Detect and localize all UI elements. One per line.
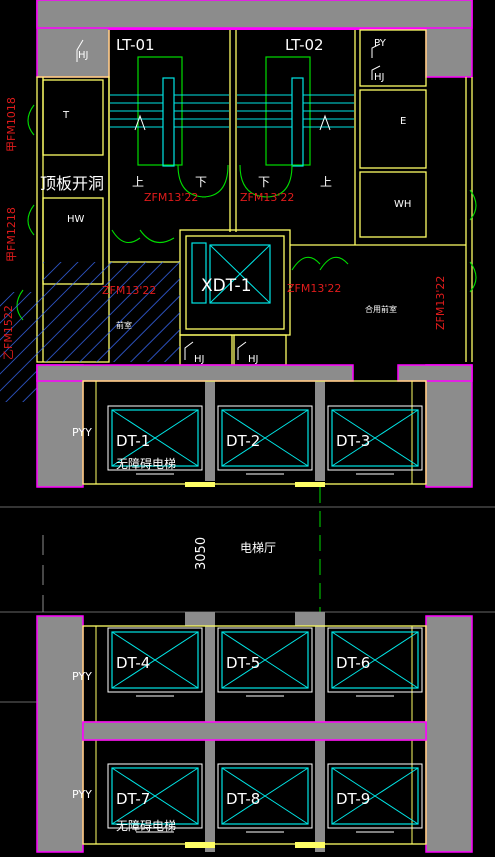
room-t: T	[62, 110, 70, 121]
elevator-car-dt-8	[217, 763, 313, 833]
elevator-car-label-dt-3: DT-3	[336, 432, 370, 450]
top-core-outlines	[36, 29, 473, 366]
elevator-hall-label: 电梯厅	[240, 541, 276, 555]
stair-lt-02	[237, 56, 354, 167]
elevator-car-label-dt-9: DT-9	[336, 790, 370, 808]
stair-down-right: 下	[258, 175, 270, 189]
elevator-bank-1-walls	[36, 364, 473, 488]
elevator-car-label-dt-2: DT-2	[226, 432, 260, 450]
zfm-label-2: ZFM13'22	[240, 191, 294, 204]
slab-opening-label: 顶板开洞	[40, 174, 104, 193]
elevator-car-labels: DT-1 DT-2 DT-3DT-4 DT-5 DT-6DT-7 DT-8 DT-9	[116, 432, 370, 808]
fm-label-left-3: 乙FM1522	[2, 305, 15, 360]
fire-elevator-xdt-1	[191, 242, 271, 304]
room-hj-right: HJ	[374, 72, 384, 83]
zfm-label-3: ZFM13'22	[102, 284, 156, 297]
room-hj-top: HJ	[78, 50, 88, 61]
elevator-car-label-dt-8: DT-8	[226, 790, 260, 808]
fm-label-left-2: 甲FM1218	[5, 207, 18, 262]
stair-label-lt-01: LT-01	[116, 36, 155, 54]
zfm-label-5: ZFM13'22	[434, 276, 447, 330]
bank-1-note: 无障碍电梯	[116, 456, 176, 471]
room-front: 前室	[116, 320, 132, 330]
zfm-label-4: ZFM13'22	[287, 282, 341, 295]
elevator-car-label-dt-4: DT-4	[116, 654, 150, 672]
elevator-car-dt-2	[217, 405, 313, 475]
room-py: PY	[374, 38, 387, 49]
bank-2-pyy: PYY	[72, 670, 92, 683]
room-shared-front: 合用前室	[365, 304, 397, 314]
fm-label-left-1: 甲FM1018	[5, 97, 18, 152]
axis-lines	[0, 487, 495, 703]
elevator-car-dt-3	[327, 405, 423, 475]
elevator-car-label-dt-5: DT-5	[226, 654, 260, 672]
room-e: E	[400, 116, 406, 127]
bank-3-pyy: PYY	[72, 788, 92, 801]
elevator-car-dt-6	[327, 627, 423, 697]
elevator-bank-2-walls	[36, 612, 473, 853]
elevator-car-label-dt-7: DT-7	[116, 790, 150, 808]
stair-down-left: 下	[195, 175, 207, 189]
elevator-car-dt-1	[107, 405, 203, 475]
zfm-label-1: ZFM13'22	[144, 191, 198, 204]
room-wh: WH	[394, 199, 411, 210]
bank-3-note: 无障碍电梯	[116, 818, 176, 833]
stair-label-lt-02: LT-02	[285, 36, 324, 54]
elevator-car-dt-4	[107, 627, 203, 697]
elevator-car-label-dt-6: DT-6	[336, 654, 370, 672]
elevator-car-label-dt-1: DT-1	[116, 432, 150, 450]
room-hj-small-right: HJ	[248, 354, 258, 365]
elevator-car-dt-9	[327, 763, 423, 833]
door-swings	[16, 104, 477, 321]
hall-dimension: 3050	[194, 537, 209, 570]
stair-up-right: 上	[320, 175, 332, 189]
front-room-hatch	[43, 262, 180, 362]
elevator-car-dt-5	[217, 627, 313, 697]
small-shaft-marks	[76, 39, 381, 360]
room-hj-small-left: HJ	[194, 354, 204, 365]
bank-1-pyy: PYY	[72, 426, 92, 439]
elevator-car-dt-7	[107, 763, 203, 833]
room-xdt-1: XDT-1	[201, 276, 252, 296]
stair-lt-01	[110, 56, 229, 167]
room-hw: HW	[67, 214, 85, 225]
top-core-walls	[36, 0, 473, 78]
outside-hatch	[0, 292, 43, 402]
stair-up-left: 上	[132, 175, 144, 189]
elevator-cars	[107, 405, 423, 833]
